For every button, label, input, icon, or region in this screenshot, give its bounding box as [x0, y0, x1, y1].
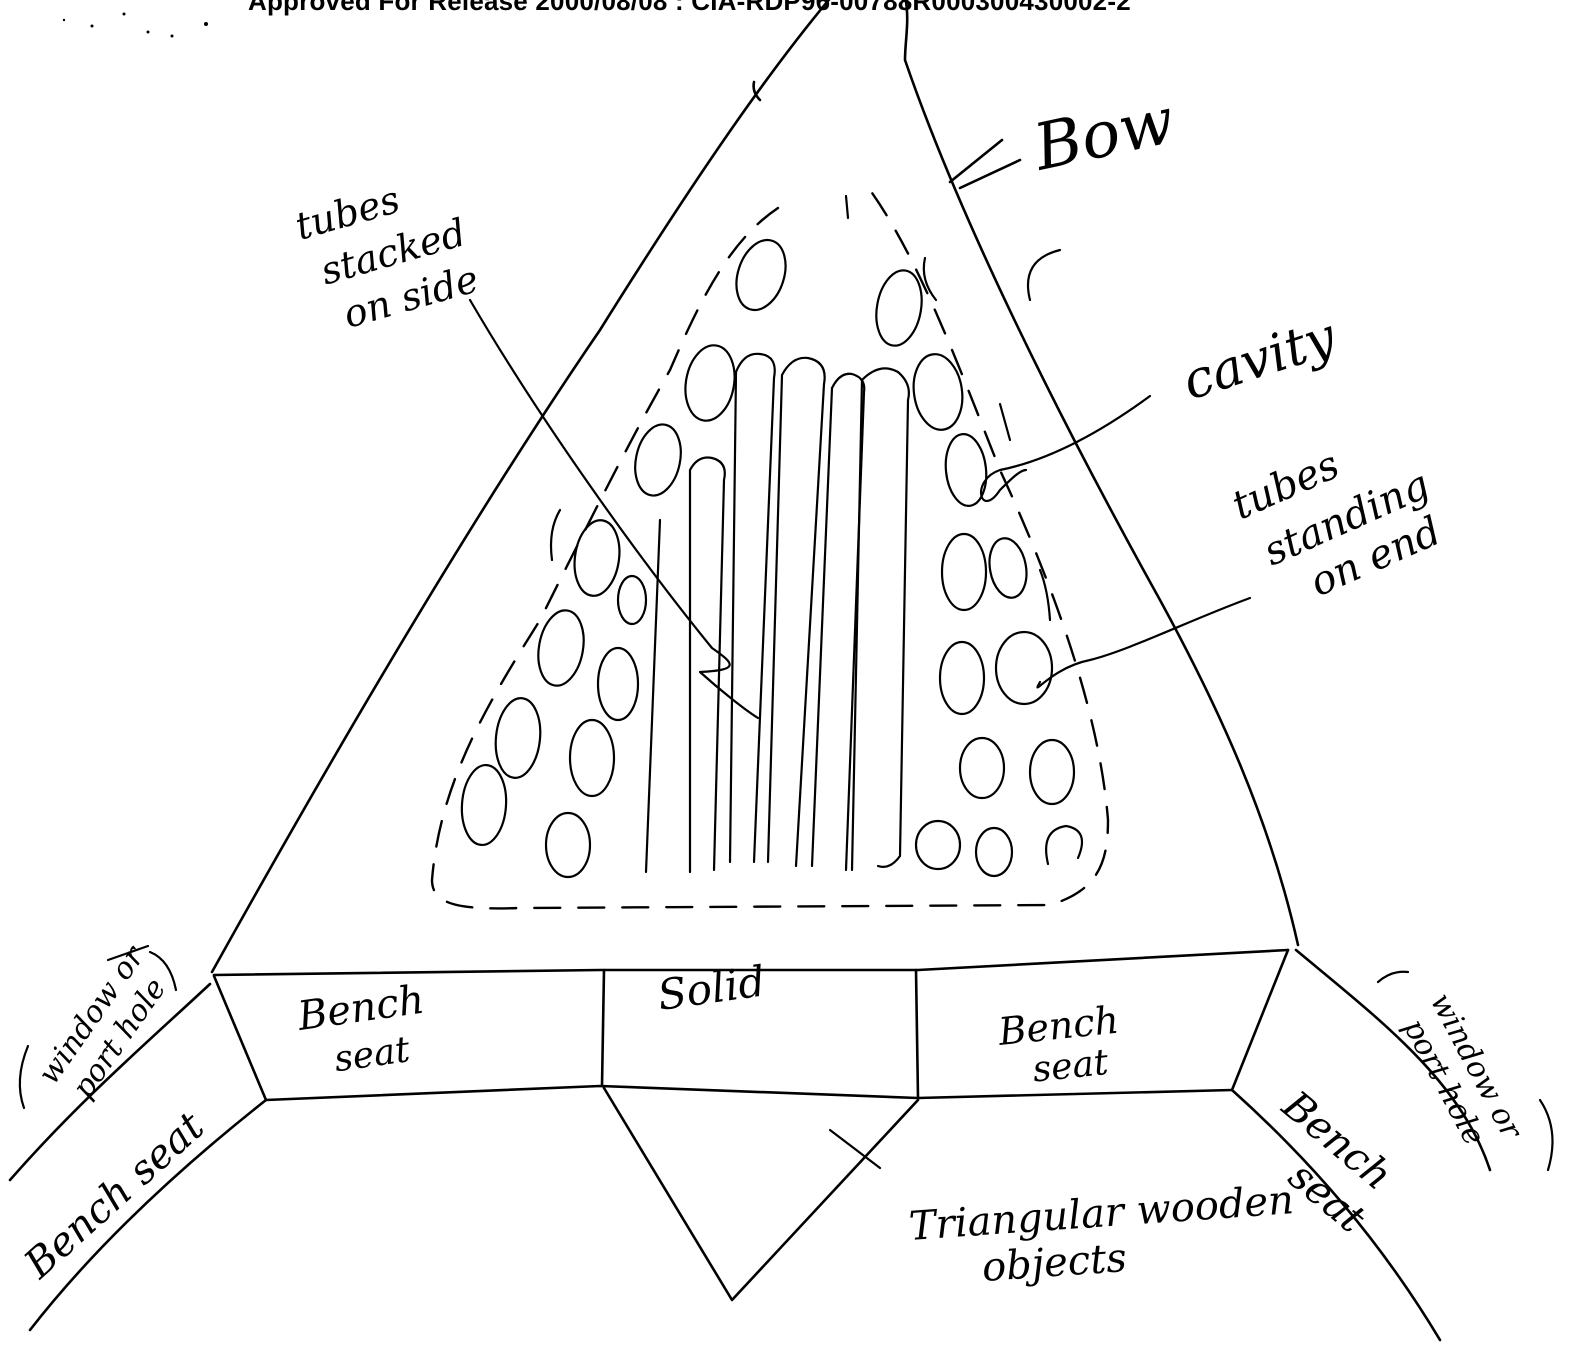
bench-seat-center-left-line-2: seat	[332, 1029, 413, 1080]
bow-pointer	[950, 140, 1020, 188]
solid-label: Solid	[655, 956, 769, 1020]
bow-label: Bow	[1027, 84, 1181, 186]
bench-seat-far-left-label: Bench seat	[15, 1103, 214, 1288]
stacked-tubes	[646, 354, 909, 872]
triangular-objects-label: Triangular wooden objects	[907, 1177, 1298, 1296]
bench-seat-center-left-line-1: Bench	[294, 977, 427, 1040]
tubes-stacked-leader	[470, 300, 758, 718]
window-right-label: window or port hole	[1391, 987, 1529, 1163]
bench-structure	[10, 950, 1490, 1340]
window-left-label: window or port hole	[32, 939, 183, 1112]
bench-seat-center-right-line-2: seat	[1031, 1042, 1111, 1091]
tubes-standing-label: tubes standing on end	[1225, 411, 1455, 622]
cavity-label: cavity	[1175, 307, 1343, 413]
bench-seat-center-right-label: Bench seat	[995, 998, 1125, 1094]
cavity-leader	[981, 396, 1150, 501]
scan-specks	[63, 13, 208, 38]
triangular-objects-line-2: objects	[981, 1235, 1129, 1291]
bench-seat-center-left-label: Bench seat	[294, 977, 433, 1085]
tubes-stacked-label: tubes stacked on side	[290, 162, 483, 343]
